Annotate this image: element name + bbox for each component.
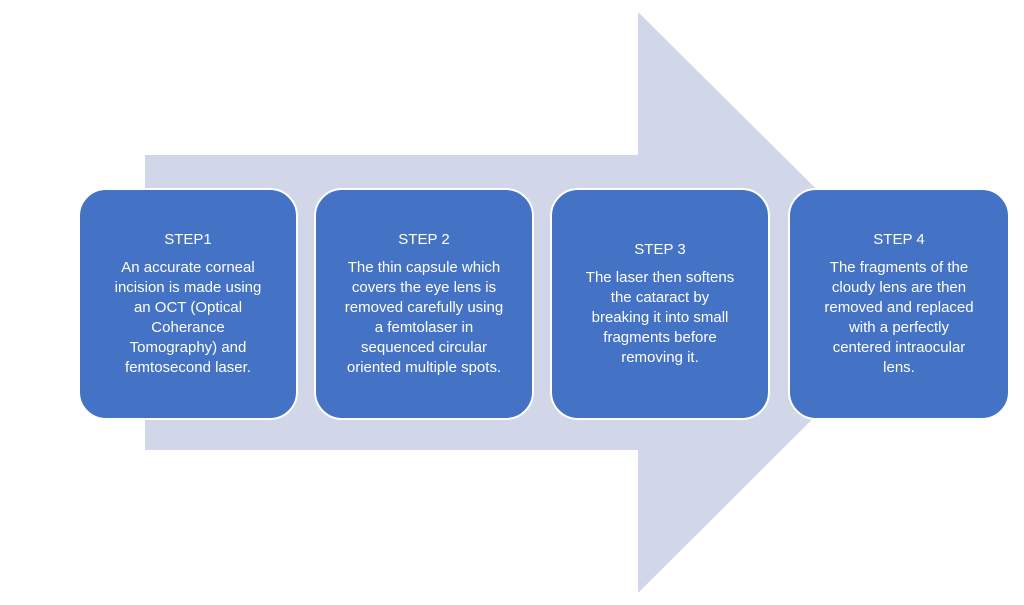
step-1-description: An accurate corneal incision is made usi…	[114, 259, 262, 376]
step-1-title: STEP1	[164, 231, 212, 248]
step-1-card: STEP1 An accurate corneal incision is ma…	[78, 188, 298, 420]
step-4-description: The fragments of the cloudy lens are the…	[824, 259, 974, 376]
step-2-description: The thin capsule which covers the eye le…	[344, 259, 504, 376]
step-3-description: The laser then softens the cataract by b…	[585, 269, 735, 366]
step-4-title: STEP 4	[873, 231, 925, 248]
step-3-title: STEP 3	[634, 241, 686, 258]
step-2-title: STEP 2	[398, 231, 450, 248]
step-3-card: STEP 3 The laser then softens the catara…	[550, 188, 770, 420]
step-4-card: STEP 4 The fragments of the cloudy lens …	[788, 188, 1010, 420]
right-arrow-icon	[145, 12, 930, 593]
step-2-card: STEP 2 The thin capsule which covers the…	[314, 188, 534, 420]
